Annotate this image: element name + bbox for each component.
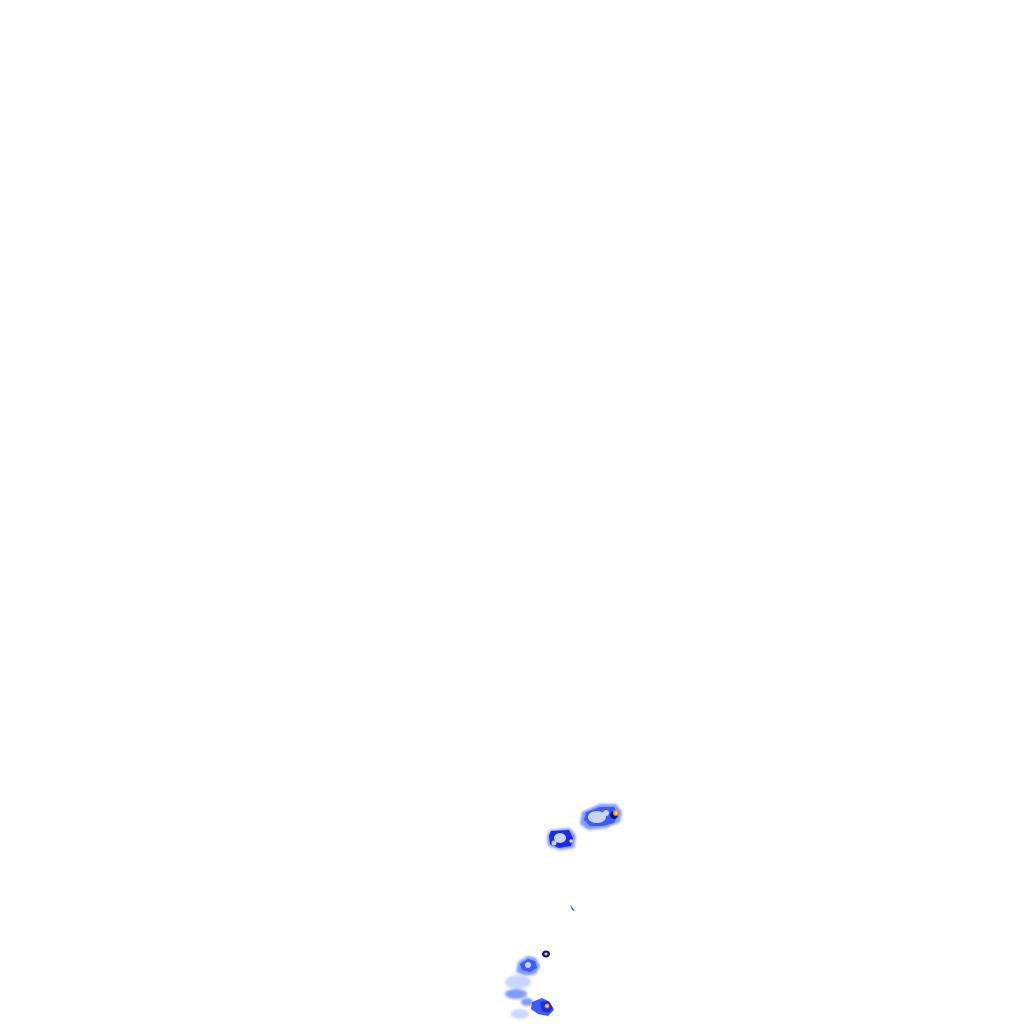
storm-cluster-south-lower xyxy=(531,998,554,1016)
echo-light-spot xyxy=(588,811,606,823)
echo-light xyxy=(521,998,533,1006)
echo-light xyxy=(505,975,531,989)
echo-light xyxy=(511,1009,529,1019)
echo-light-spot xyxy=(525,962,531,968)
light-precip-south xyxy=(505,975,533,1019)
echo-fleck-small xyxy=(570,905,575,911)
echo-fleck xyxy=(570,905,575,911)
echo-core-inner xyxy=(614,811,618,815)
echo-fleck-tiny xyxy=(542,950,550,958)
echo-light xyxy=(505,989,527,999)
storm-cell-west xyxy=(547,828,576,850)
echo-core-inner xyxy=(545,1004,549,1008)
storm-cluster-south-upper xyxy=(516,956,540,976)
echo-light-spot xyxy=(551,840,557,846)
storm-cell-northeast xyxy=(580,804,622,830)
echo-fleck-center xyxy=(544,952,548,956)
echo-light-spot xyxy=(554,833,566,843)
echo-light-spot xyxy=(603,810,609,816)
echo-core xyxy=(569,839,573,843)
